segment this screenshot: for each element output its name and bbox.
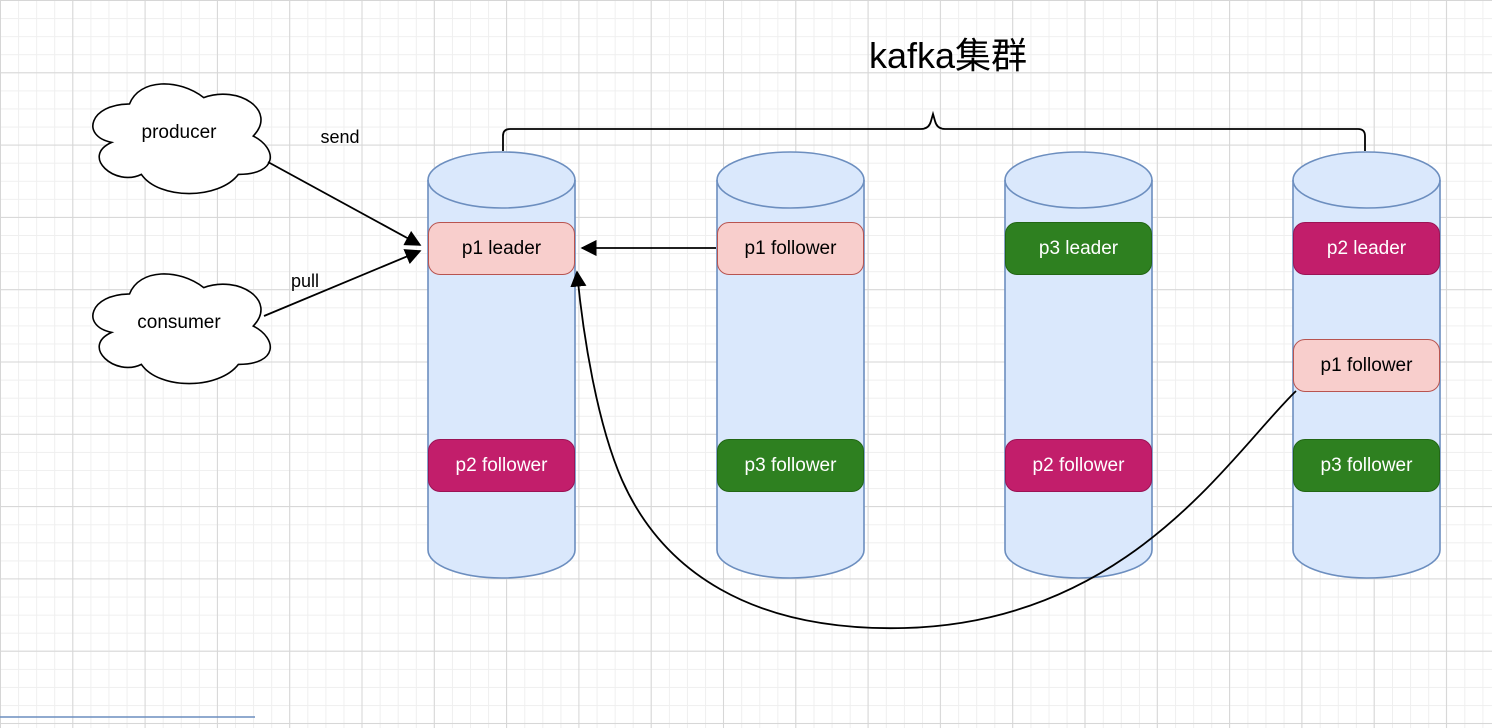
broker-3-cylinder bbox=[1004, 151, 1153, 579]
producer-label: producer bbox=[141, 122, 217, 143]
partition-b2-p1-follower: p1 follower bbox=[717, 222, 864, 275]
send-edge-label: send bbox=[320, 127, 360, 147]
send-arrow bbox=[267, 161, 422, 246]
pull-edge-label: pull bbox=[290, 271, 320, 291]
partition-b3-p2-follower: p2 follower bbox=[1005, 439, 1152, 492]
producer-cloud bbox=[92, 83, 271, 195]
partition-b2-p3-follower: p3 follower bbox=[717, 439, 864, 492]
pull-arrow bbox=[263, 249, 422, 317]
partition-b1-p2-follower: p2 follower bbox=[428, 439, 575, 492]
consumer-cloud bbox=[92, 273, 271, 385]
partition-b3-p3-leader: p3 leader bbox=[1005, 222, 1152, 275]
partition-b4-p2-leader: p2 leader bbox=[1293, 222, 1440, 275]
partition-b1-p1-leader: p1 leader bbox=[428, 222, 575, 275]
partition-b4-p1-follower: p1 follower bbox=[1293, 339, 1440, 392]
broker-2-cylinder bbox=[716, 151, 865, 579]
broker-1-cylinder bbox=[427, 151, 576, 579]
replication-arrow-b4-to-b1 bbox=[570, 270, 1297, 630]
diagram-title: kafka集群 bbox=[868, 35, 1028, 76]
partition-b4-p3-follower: p3 follower bbox=[1293, 439, 1440, 492]
cluster-brace bbox=[502, 110, 1366, 151]
consumer-label: consumer bbox=[137, 312, 221, 333]
